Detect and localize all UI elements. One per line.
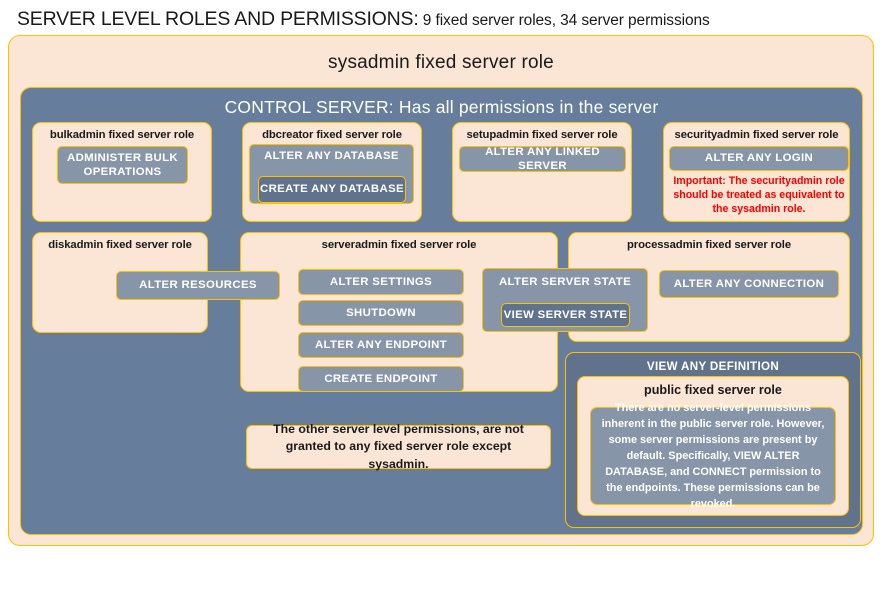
view-any-definition-box[interactable]: VIEW ANY DEFINITION public fixed server … — [565, 352, 861, 528]
other-permissions-note: The other server level permissions, are … — [246, 422, 551, 471]
role-box-setupadmin[interactable]: setupadmin fixed server role — [452, 122, 632, 222]
permission-alter-settings[interactable]: ALTER SETTINGS — [298, 269, 464, 295]
securityadmin-important-note: Important: The securityadmin role should… — [673, 175, 845, 215]
page-title: SERVER LEVEL ROLES AND PERMISSIONS: 9 fi… — [17, 8, 877, 34]
role-box-public[interactable]: public fixed server role There are no se… — [577, 376, 849, 516]
role-box-securityadmin[interactable]: securityadmin fixed server role — [663, 122, 850, 222]
role-title-dbcreator: dbcreator fixed server role — [262, 129, 402, 141]
role-title-diskadmin: diskadmin fixed server role — [48, 239, 192, 251]
control-server-label: CONTROL SERVER: Has all permissions in t… — [224, 97, 659, 117]
permission-alter-any-connection[interactable]: ALTER ANY CONNECTION — [659, 270, 839, 298]
permission-create-any-database[interactable]: CREATE ANY DATABASE — [258, 176, 406, 203]
page-title-sub: 9 fixed server roles, 34 server permissi… — [418, 12, 710, 29]
permission-alter-any-endpoint[interactable]: ALTER ANY ENDPOINT — [298, 332, 464, 358]
permission-alter-resources[interactable]: ALTER RESOURCES — [116, 271, 280, 300]
role-title-bulkadmin: bulkadmin fixed server role — [49, 129, 195, 141]
permission-alter-any-database-label: ALTER ANY DATABASE — [264, 150, 399, 162]
public-role-description: There are no server-level permissions in… — [590, 402, 836, 510]
role-title-processadmin: processadmin fixed server role — [626, 239, 792, 251]
permission-shutdown[interactable]: SHUTDOWN — [298, 300, 464, 326]
permission-alter-any-login[interactable]: ALTER ANY LOGIN — [669, 146, 849, 171]
role-title-public: public fixed server role — [644, 383, 782, 397]
sysadmin-role-label: sysadmin fixed server role — [328, 52, 554, 73]
permission-alter-any-linked-server[interactable]: ALTER ANY LINKED SERVER — [459, 146, 626, 172]
permission-alter-server-state-label: ALTER SERVER STATE — [498, 276, 632, 288]
role-title-setupadmin: setupadmin fixed server role — [466, 129, 618, 141]
permission-administer-bulk-operations[interactable]: ADMINISTER BULK OPERATIONS — [57, 146, 188, 184]
permission-create-endpoint[interactable]: CREATE ENDPOINT — [298, 366, 464, 392]
footer-product-label: SQL Server 2017 — [53, 601, 146, 614]
role-title-serveradmin: serveradmin fixed server role — [321, 239, 477, 251]
view-any-definition-label: VIEW ANY DEFINITION — [646, 360, 780, 373]
page-title-main: SERVER LEVEL ROLES AND PERMISSIONS: — [17, 8, 419, 30]
permission-view-server-state[interactable]: VIEW SERVER STATE — [501, 303, 630, 327]
role-title-securityadmin: securityadmin fixed server role — [674, 129, 839, 141]
